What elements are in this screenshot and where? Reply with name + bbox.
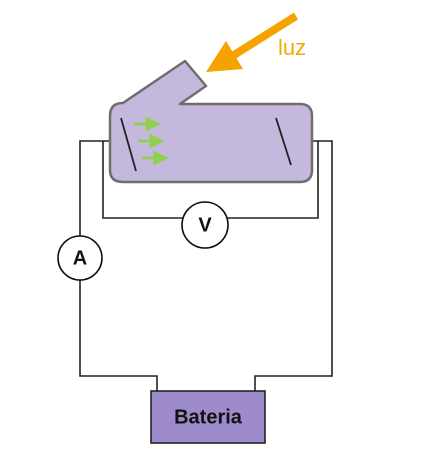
- battery: Bateria: [150, 390, 266, 444]
- ammeter-label: A: [73, 247, 87, 269]
- anode-electrode: [275, 117, 292, 166]
- voltmeter: V: [181, 201, 229, 249]
- phototube-body: [108, 59, 314, 184]
- light-label: luz: [278, 35, 306, 60]
- light-arrow-icon: [206, 12, 299, 72]
- outer-left-wire: [79, 140, 158, 391]
- ammeter: A: [57, 235, 103, 281]
- voltmeter-label: V: [198, 214, 212, 236]
- cathode-electrode: [120, 117, 137, 172]
- battery-label: Bateria: [174, 406, 243, 428]
